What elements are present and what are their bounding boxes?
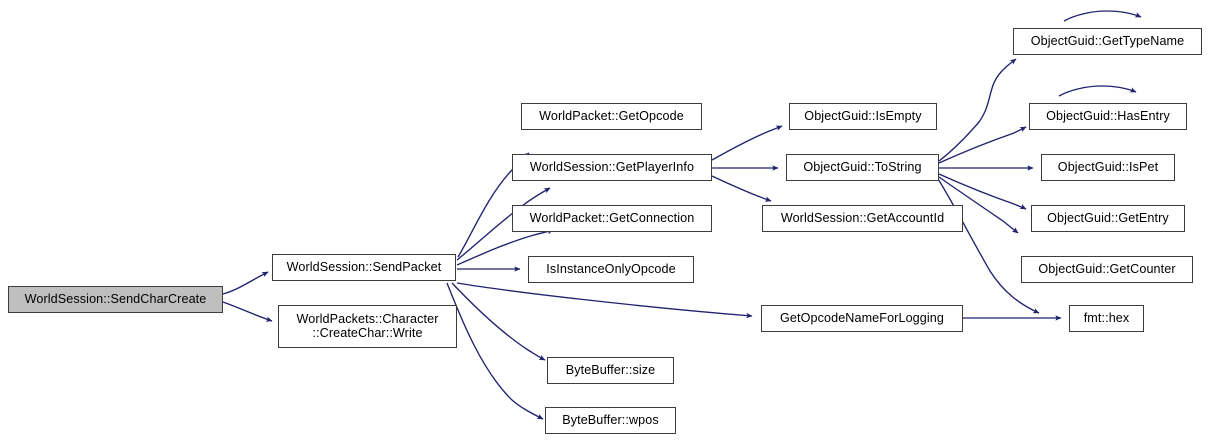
graph-node-isempty[interactable]: ObjectGuid::IsEmpty [789, 103, 937, 130]
graph-node-gettypename[interactable]: ObjectGuid::GetTypeName [1013, 28, 1202, 55]
edge-tostring-to-gettypename [938, 58, 1017, 162]
graph-node-getplayerinfo[interactable]: WorldSession::GetPlayerInfo [512, 154, 712, 181]
graph-node-tostring[interactable]: ObjectGuid::ToString [786, 154, 939, 181]
edge-tostring-to-fmthex [937, 178, 1040, 314]
edge-tostring-to-getentry [938, 173, 1027, 210]
edge-gettypename-to-gettypename [1063, 10, 1142, 22]
edge-hasentry-to-hasentry [1058, 85, 1137, 97]
graph-node-getopcode[interactable]: WorldPacket::GetOpcode [521, 103, 702, 130]
graph-node-hasentry[interactable]: ObjectGuid::HasEntry [1029, 103, 1187, 130]
graph-node-createcharwrite[interactable]: WorldPackets::Character ::CreateChar::Wr… [278, 305, 457, 348]
edge-sendpacket-to-bytebuffersize [451, 282, 546, 361]
edge-getplayerinfo-to-getaccountid [711, 175, 772, 202]
graph-node-bytebufferwpos[interactable]: ByteBuffer::wpos [545, 407, 676, 434]
edge-sendcharcreate-to-sendpacket [222, 271, 269, 295]
graph-node-getcounter[interactable]: ObjectGuid::GetCounter [1021, 256, 1193, 283]
graph-node-getconnection[interactable]: WorldPacket::GetConnection [512, 205, 712, 232]
edge-sendpacket-to-getopcodename [456, 282, 753, 319]
graph-node-getopcodename[interactable]: GetOpcodeNameForLogging [761, 305, 963, 332]
edge-tostring-to-hasentry [938, 126, 1027, 164]
edge-getplayerinfo-to-isempty [711, 125, 783, 161]
graph-node-ispet[interactable]: ObjectGuid::IsPet [1041, 154, 1175, 181]
graph-node-isinstanceonly[interactable]: IsInstanceOnlyOpcode [528, 256, 694, 283]
graph-node-fmthex[interactable]: fmt::hex [1069, 305, 1144, 332]
edge-sendpacket-to-bytebufferwpos [446, 282, 544, 420]
graph-node-sendpacket[interactable]: WorldSession::SendPacket [272, 254, 456, 281]
graph-node-bytebuffersize[interactable]: ByteBuffer::size [547, 357, 674, 384]
edge-sendcharcreate-to-createcharwrite [222, 301, 273, 322]
graph-node-getaccountid[interactable]: WorldSession::GetAccountId [762, 205, 963, 232]
graph-node-getentry[interactable]: ObjectGuid::GetEntry [1031, 205, 1185, 232]
graph-node-sendcharcreate[interactable]: WorldSession::SendCharCreate [8, 286, 223, 313]
